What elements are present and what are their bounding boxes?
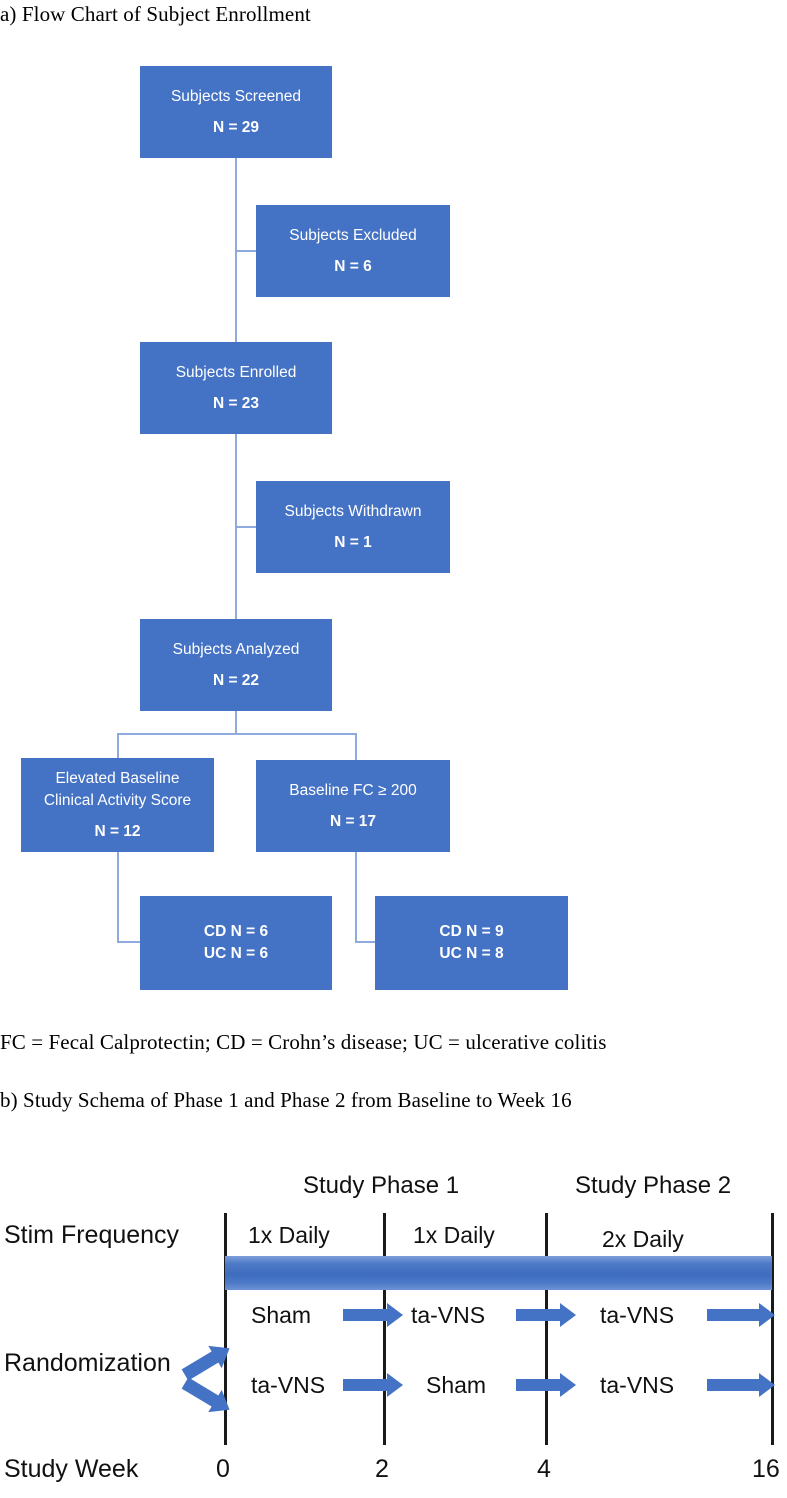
flow-box-line1: Subjects Enrolled <box>175 363 297 381</box>
flow-box-subjects-excluded: Subjects Excluded N = 6 <box>256 205 450 297</box>
randomization-label: Randomization <box>4 1349 171 1377</box>
week-tick-2: 2 <box>375 1455 389 1483</box>
connector-to-withdrawn <box>235 526 258 528</box>
arrow-head <box>387 1373 403 1397</box>
axis-line-week-4 <box>545 1213 548 1445</box>
arm-top-arrow-3 <box>707 1302 775 1328</box>
randomization-arrow-bottom <box>178 1372 237 1421</box>
flow-box-line1: Elevated Baseline <box>55 769 180 787</box>
flow-box-count: N = 12 <box>94 822 141 840</box>
flow-box-cduc-left: CD N = 6 UC N = 6 <box>140 896 332 990</box>
arrow-head <box>387 1303 403 1327</box>
week-tick-16: 16 <box>752 1455 780 1483</box>
arrow-shaft <box>707 1379 761 1391</box>
flow-box-line1: Subjects Excluded <box>289 226 417 244</box>
connector-cduc-right-stub <box>355 941 376 943</box>
connector-to-excluded <box>235 250 258 252</box>
connector-split-horizontal <box>117 733 357 735</box>
panel-a-footnote: FC = Fecal Calprotectin; CD = Crohn’s di… <box>0 1030 607 1054</box>
flow-box-line1: Subjects Withdrawn <box>284 502 422 520</box>
arm-bottom-arrow-2 <box>516 1372 576 1398</box>
panel-a-heading: a) Flow Chart of Subject Enrollment <box>0 2 311 26</box>
arrow-shaft <box>516 1309 562 1321</box>
flow-box-line1: CD N = 6 <box>203 923 269 940</box>
flow-box-count: N = 29 <box>212 118 260 136</box>
connector-split-right <box>355 733 357 760</box>
arm-top-treatment-1: Sham <box>251 1302 312 1328</box>
flow-box-count: N = 6 <box>334 257 372 275</box>
connector-fc200-to-cduc-right <box>355 852 357 942</box>
flow-box-count: N = 1 <box>334 533 372 551</box>
flow-box-subjects-withdrawn: Subjects Withdrawn N = 1 <box>256 481 450 573</box>
stim-frequency-label: Stim Frequency <box>4 1221 180 1249</box>
arrow-head <box>560 1303 576 1327</box>
arrow-shaft <box>707 1309 761 1321</box>
connector-split-left <box>117 733 119 758</box>
stim-frequency-value-1: 1x Daily <box>248 1222 330 1248</box>
arm-bottom-treatment-2: Sham <box>426 1372 487 1398</box>
flow-box-cduc-right: CD N = 9 UC N = 8 <box>375 896 568 990</box>
axis-line-week-2 <box>383 1213 386 1445</box>
arrow-shaft <box>516 1379 562 1391</box>
flow-box-line1: CD N = 9 <box>439 923 504 940</box>
flow-box-count: N = 22 <box>212 671 260 689</box>
arrow-head <box>560 1373 576 1397</box>
phase-1-label: Study Phase 1 <box>303 1172 460 1199</box>
flow-box-line1: Subjects Screened <box>170 87 302 105</box>
flow-box-subjects-screened: Subjects Screened N = 29 <box>140 66 332 158</box>
flow-box-line2: UC N = 8 <box>439 945 504 962</box>
connector-cduc-left-stub <box>117 941 141 943</box>
phase-2-label: Study Phase 2 <box>575 1172 732 1199</box>
flow-box-line1: Baseline FC ≥ 200 <box>289 781 417 799</box>
arm-top-treatment-2: ta-VNS <box>411 1302 486 1328</box>
flow-box-subjects-analyzed: Subjects Analyzed N = 22 <box>140 619 332 711</box>
week-tick-0: 0 <box>216 1455 230 1483</box>
connector-elevated-to-cduc-left <box>117 852 119 942</box>
study-week-label: Study Week <box>4 1455 139 1483</box>
flow-box-line2: UC N = 6 <box>203 945 269 962</box>
flow-box-baseline-fc-200: Baseline FC ≥ 200 N = 17 <box>256 760 450 852</box>
flow-box-count: N = 17 <box>329 812 377 830</box>
week-tick-4: 4 <box>537 1455 551 1483</box>
flow-box-line2: Clinical Activity Score <box>43 791 192 809</box>
stim-frequency-value-3: 2x Daily <box>602 1226 684 1252</box>
connector-analyzed-down <box>235 711 237 734</box>
arm-top-treatment-3: ta-VNS <box>600 1302 675 1328</box>
arm-bottom-treatment-3: ta-VNS <box>600 1372 675 1398</box>
flow-box-line1: Subjects Analyzed <box>172 640 300 658</box>
arm-bottom-treatment-1: ta-VNS <box>251 1372 326 1398</box>
axis-line-week-16 <box>771 1213 774 1445</box>
flow-box-subjects-enrolled: Subjects Enrolled N = 23 <box>140 342 332 434</box>
axis-line-week-0 <box>224 1213 227 1445</box>
arm-bottom-arrow-1 <box>343 1372 403 1398</box>
stim-frequency-value-2: 1x Daily <box>413 1222 495 1248</box>
panel-b-heading: b) Study Schema of Phase 1 and Phase 2 f… <box>0 1088 572 1112</box>
arrow-shaft <box>343 1309 389 1321</box>
arrow-head <box>759 1373 775 1397</box>
arrow-head <box>759 1303 775 1327</box>
flow-box-elevated-baseline: Elevated Baseline Clinical Activity Scor… <box>21 758 214 852</box>
timeline-band <box>225 1256 772 1290</box>
arm-top-arrow-1 <box>343 1302 403 1328</box>
arrow-shaft <box>343 1379 389 1391</box>
arm-top-arrow-2 <box>516 1302 576 1328</box>
flow-box-count: N = 23 <box>212 394 260 412</box>
arm-bottom-arrow-3 <box>707 1372 775 1398</box>
